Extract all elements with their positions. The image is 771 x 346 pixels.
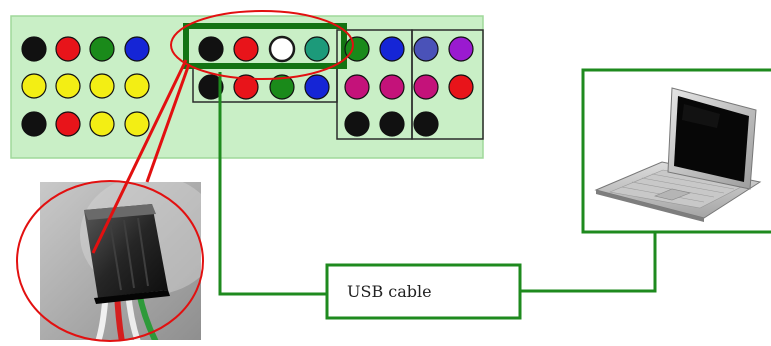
pin-purple (449, 37, 473, 61)
pin-black (414, 112, 438, 136)
pin-yellow (125, 112, 149, 136)
pin-black (22, 112, 46, 136)
pin-yellow (56, 74, 80, 98)
pin-black (199, 37, 223, 61)
pin-yellow (90, 74, 114, 98)
pin-green (345, 37, 369, 61)
pin-magenta (345, 75, 369, 99)
pin-slate-blue (414, 37, 438, 61)
pin-blue (305, 75, 329, 99)
pin-black (22, 37, 46, 61)
pin-red (56, 112, 80, 136)
pin-red (56, 37, 80, 61)
usb-cable-label: USB cable (327, 265, 520, 318)
pin-black (345, 112, 369, 136)
pin-magenta (414, 75, 438, 99)
pin-teal (305, 37, 329, 61)
pin-magenta (380, 75, 404, 99)
usb-connector-photo-icon (40, 175, 220, 342)
pin-green (90, 37, 114, 61)
usb-wire-to-laptop (520, 232, 655, 291)
pin-yellow (22, 74, 46, 98)
pin-yellow (90, 112, 114, 136)
pin-yellow (125, 74, 149, 98)
pin-blue (125, 37, 149, 61)
pin-black (380, 112, 404, 136)
pin-blue (380, 37, 404, 61)
pin-red (234, 37, 258, 61)
laptop-icon (596, 88, 760, 222)
pin-white (270, 37, 294, 61)
pin-red (449, 75, 473, 99)
